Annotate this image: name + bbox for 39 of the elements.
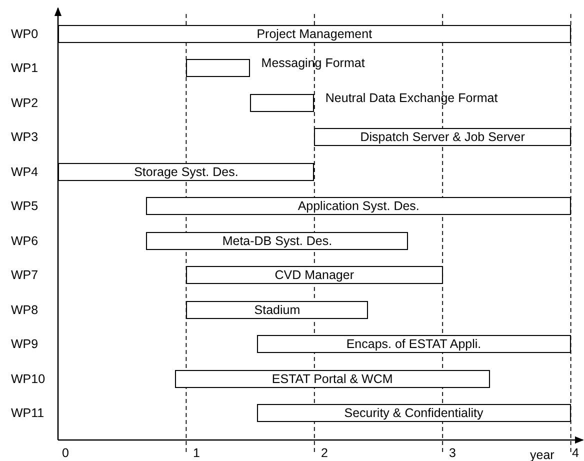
task-name: Project Management xyxy=(256,27,372,41)
task-name: Storage Syst. Des. xyxy=(134,164,238,179)
tick-label: 1 xyxy=(193,446,200,460)
gantt-bar xyxy=(146,197,571,216)
task-name: Security & Confidentiality xyxy=(344,406,484,420)
gantt-bar xyxy=(256,335,571,354)
row-label: WP1 xyxy=(11,61,38,76)
task-name: Application Syst. Des. xyxy=(298,199,420,214)
gantt-bar xyxy=(186,300,368,319)
gantt-bar xyxy=(146,232,408,250)
task-name: Messaging Format xyxy=(261,56,365,70)
row-label: WP4 xyxy=(11,164,38,179)
row-label: WP3 xyxy=(11,130,38,144)
row-label: WP9 xyxy=(11,337,38,352)
gantt-bar xyxy=(58,25,571,43)
row-label: WP7 xyxy=(11,268,38,282)
task-name: Neutral Data Exchange Format xyxy=(325,90,498,105)
tick-label: 2 xyxy=(321,446,328,460)
task-name: Encaps. of ESTAT Appli. xyxy=(346,337,482,352)
gantt-bar xyxy=(314,128,571,146)
task-name: Dispatch Server & Job Server xyxy=(360,130,525,144)
gantt-bar xyxy=(58,162,314,181)
row-label: WP8 xyxy=(11,302,38,317)
task-name: Meta-DB Syst. Des. xyxy=(222,234,332,248)
task-name: Stadium xyxy=(254,302,300,317)
row-label: WP11 xyxy=(11,406,44,420)
row-label: WP0 xyxy=(11,27,38,41)
gantt-bar xyxy=(256,404,571,422)
task-name: CVD Manager xyxy=(274,268,354,282)
row-label: WP5 xyxy=(11,199,38,214)
tick-label: 0 xyxy=(62,446,69,460)
row-label: WP2 xyxy=(11,96,38,110)
tick-label: 4 xyxy=(572,446,579,460)
task-name: ESTAT Portal & WCM xyxy=(272,372,393,386)
row-label: WP6 xyxy=(11,234,38,248)
gantt-bar xyxy=(186,266,443,284)
tick-label: 3 xyxy=(449,446,456,460)
row-label: WP10 xyxy=(11,372,46,386)
gantt-bar xyxy=(174,370,490,388)
